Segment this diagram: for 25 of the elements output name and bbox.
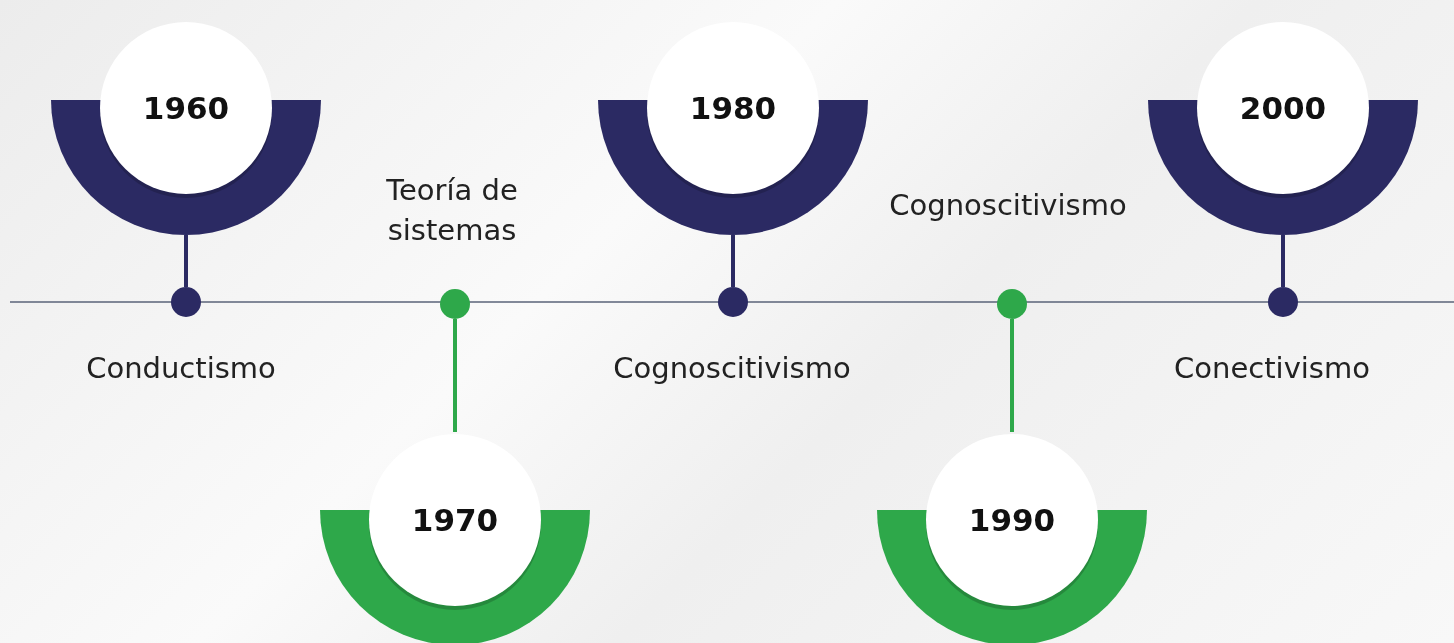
year-medallion — [598, 20, 868, 235]
stem-line — [1010, 319, 1014, 432]
year-medallion — [1148, 20, 1418, 235]
year-label: 1980 — [688, 89, 778, 128]
timeline-dot — [1268, 287, 1298, 317]
year-label: 1990 — [967, 501, 1057, 540]
timeline-dot — [718, 287, 748, 317]
year-medallion — [877, 432, 1147, 643]
stem-line — [184, 235, 188, 287]
year-medallion — [320, 432, 590, 643]
stem-line — [453, 319, 457, 432]
year-label: 1970 — [410, 501, 500, 540]
year-medallion — [51, 20, 321, 235]
stem-line — [1281, 235, 1285, 287]
year-label: 2000 — [1238, 89, 1328, 128]
stage-label: Conectivismo — [1173, 350, 1371, 387]
timeline-dot — [171, 287, 201, 317]
timeline-dot — [440, 289, 470, 319]
stage-label: Cognoscitivismo — [612, 350, 852, 387]
year-label: 1960 — [141, 89, 231, 128]
stage-label: Conductismo — [85, 350, 277, 387]
stem-line — [731, 235, 735, 287]
stage-label: Cognoscitivismo — [888, 187, 1128, 224]
timeline-dot — [997, 289, 1027, 319]
stage-label: Teoría de sistemas — [385, 172, 519, 249]
